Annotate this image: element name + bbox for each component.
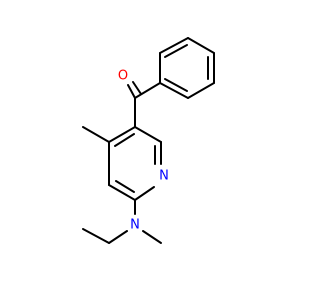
phenyl-ring [159,37,215,99]
double-bond [115,180,135,193]
bond [159,82,189,99]
molecule-structure: O N N [82,37,215,244]
bond [159,37,189,54]
double-bond [114,133,135,147]
double-bond [164,78,188,92]
bond [134,186,155,201]
bond [134,82,161,99]
bond [108,126,136,143]
double-bond [132,81,142,95]
bond [187,82,215,99]
double-bond [164,44,188,58]
pyridine-ring: N [108,126,169,201]
ethyl-bond [108,230,128,244]
amine-group: N [82,199,162,244]
bond [134,126,162,143]
methyl-bond [142,230,162,244]
ethyl-bond [82,228,110,244]
ring-nitrogen-label: N [159,169,169,184]
oxygen-label: O [118,69,128,84]
double-bond [127,84,136,99]
amine-nitrogen-label: N [130,218,140,233]
methyl-bond [82,126,110,143]
structure-canvas: O N N [82,37,215,244]
carbonyl-group: O [118,69,161,128]
bond [108,184,136,201]
bond [187,37,215,54]
